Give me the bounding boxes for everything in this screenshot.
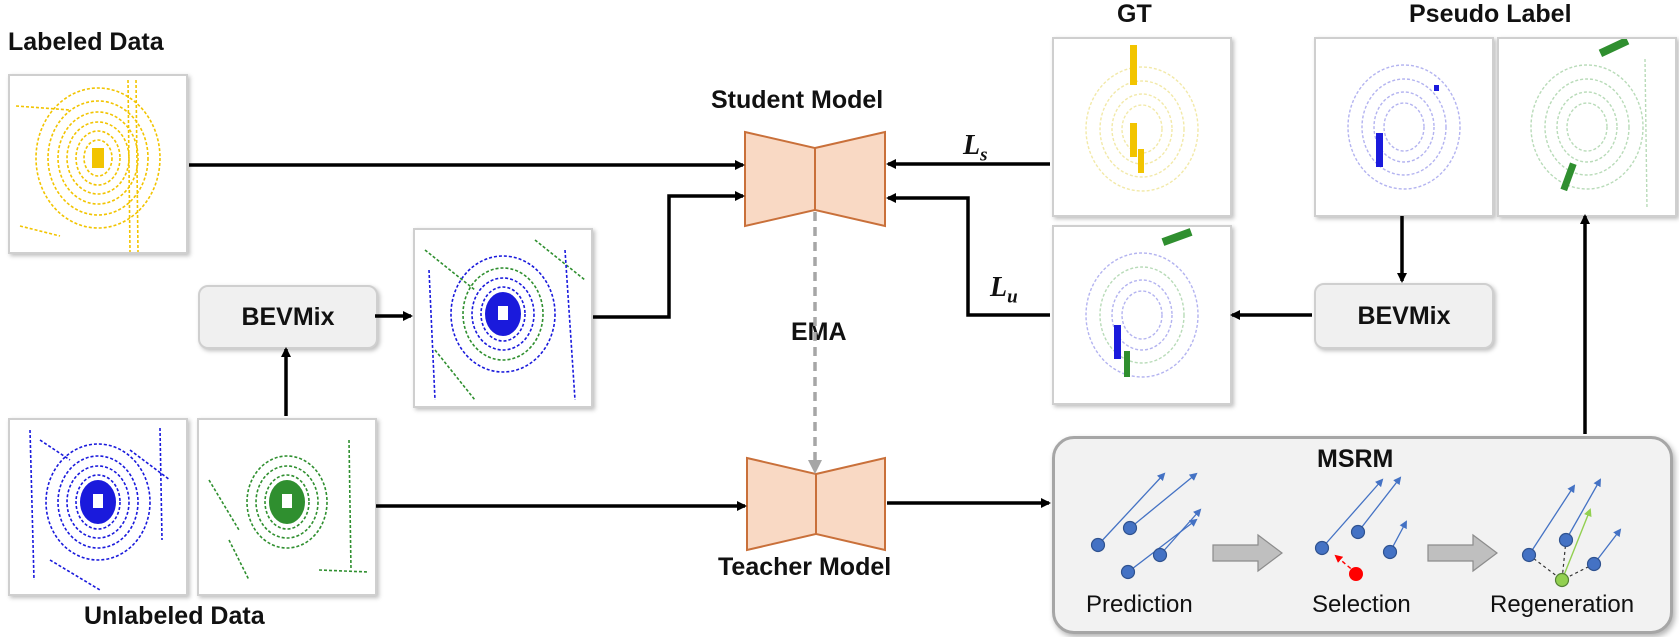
pseudo-green-scan-icon <box>1530 39 1648 210</box>
pseudo-blue-scan-icon <box>1347 64 1461 190</box>
msrm-process-arrow-1 <box>1212 533 1283 573</box>
unlabeled-green-scan-icon <box>208 439 370 581</box>
mixed-data-panel <box>413 228 593 408</box>
gt-label: GT <box>1117 0 1152 28</box>
ema-label: EMA <box>791 318 847 346</box>
labeled-data-panel <box>8 74 188 254</box>
msrm-regeneration-green-dot <box>1554 572 1570 588</box>
loss-s-label: Ls <box>963 130 988 167</box>
bevmix-right-box: BEVMix <box>1314 283 1494 349</box>
unlabeled-blue-scan-icon <box>29 427 171 591</box>
pred-scan-icon <box>1085 228 1199 378</box>
gt-panel <box>1052 37 1232 217</box>
loss-u-subscript: u <box>1007 286 1018 308</box>
unlabeled-blue-panel <box>8 418 188 596</box>
msrm-selection-red-dot <box>1349 567 1363 581</box>
loss-s-subscript: s <box>980 144 988 166</box>
msrm-step-prediction: Prediction <box>1086 591 1193 618</box>
loss-u-label: Lu <box>990 272 1018 309</box>
teacher-model-icon <box>746 456 886 552</box>
msrm-process-arrow-2 <box>1427 533 1498 573</box>
unlabeled-green-panel <box>197 418 377 596</box>
msrm-prediction-graphic <box>1090 472 1202 580</box>
arrow-pred-to-student <box>886 193 1050 317</box>
labeled-data-label: Labeled Data <box>8 28 164 56</box>
msrm-selection-graphic <box>1314 476 1407 581</box>
teacher-model-label: Teacher Model <box>718 553 892 581</box>
student-model-icon <box>744 130 886 228</box>
loss-s-symbol: L <box>963 130 981 161</box>
loss-u-symbol: L <box>990 272 1008 303</box>
pseudo-label-blue-panel <box>1314 37 1494 217</box>
mixed-scan-icon <box>424 239 586 401</box>
pseudo-label-label: Pseudo Label <box>1409 0 1572 28</box>
msrm-title: MSRM <box>1317 445 1394 473</box>
msrm-step-selection: Selection <box>1312 591 1411 618</box>
arrow-mixed-to-student <box>593 191 745 319</box>
pred-panel <box>1052 225 1232 405</box>
msrm-regeneration-graphic <box>1521 478 1622 588</box>
unlabeled-data-label: Unlabeled Data <box>84 602 265 630</box>
gt-scan-icon <box>1085 45 1199 192</box>
msrm-step-regeneration: Regeneration <box>1490 591 1635 618</box>
student-model-label: Student Model <box>711 86 884 114</box>
pseudo-label-green-panel <box>1497 37 1677 217</box>
labeled-scan-icon <box>15 79 161 252</box>
